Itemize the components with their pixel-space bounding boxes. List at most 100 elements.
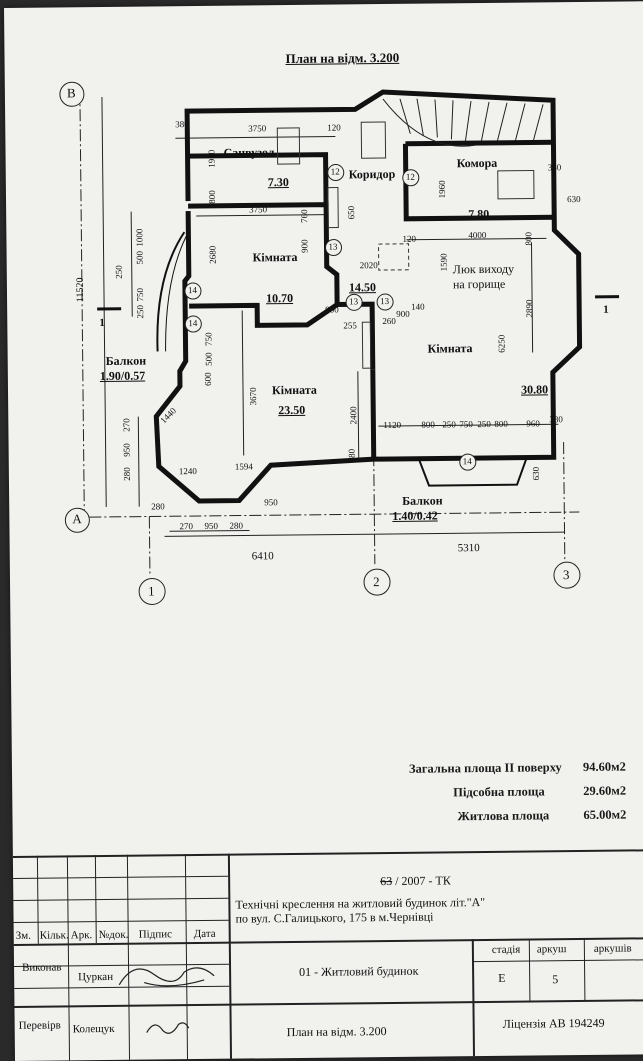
dim: 900 (299, 239, 310, 253)
signature-image (146, 1022, 190, 1034)
dim: 960 (526, 418, 540, 429)
auxiliary-area-value: 29.60м2 (583, 783, 627, 798)
dim: 270 (121, 418, 132, 432)
vykonav-label: Виконав (21, 961, 62, 974)
dim-bottom-right: 5310 (457, 542, 480, 555)
dim: 500 (134, 251, 145, 265)
dim: 140 (411, 301, 425, 312)
dim: 750 (134, 288, 146, 302)
dim: 900 (325, 304, 339, 315)
stage-label: стадія (491, 943, 521, 956)
vykonav-name: Цуркан (78, 970, 114, 984)
dim: 120 (327, 122, 341, 133)
balcony-area: 1.90/0.57 (99, 368, 146, 384)
drawing-code: 63 / 2007 - ТК (380, 873, 451, 889)
dim: 1590 (438, 253, 449, 272)
dim: 280 (229, 520, 243, 531)
sheet-label: аркуш (536, 943, 567, 956)
total-area-label: Загальна площа II поверху (408, 760, 562, 776)
balcony-name: Балкон (402, 493, 443, 508)
dim: 750 (203, 332, 214, 346)
dim: 900 (396, 308, 410, 319)
auxiliary-area-label: Підсобна площа (453, 784, 545, 800)
room-name: Кімната (427, 341, 473, 356)
section-marker-left: 1 (99, 316, 105, 330)
dim-bottom-left: 6410 (251, 550, 274, 563)
dim: 2890 (524, 299, 535, 318)
dim: 250 (477, 418, 491, 430)
marker: 14 (188, 317, 198, 329)
dim: 800 (206, 190, 218, 204)
dim: 800 (494, 418, 508, 429)
room-area: 7.80 (468, 206, 490, 222)
dim: 250 (135, 305, 146, 319)
marker: 12 (405, 171, 415, 182)
room-name: Санвузол (223, 145, 275, 160)
axis-label-3: 3 (562, 567, 570, 583)
dim: 1960 (436, 180, 448, 199)
dim: 380 (549, 414, 563, 425)
dim: 260 (382, 315, 396, 327)
room-name: Кімната (252, 249, 298, 265)
dim: 1000 (134, 228, 145, 247)
dim-left-total: 11520 (74, 277, 87, 303)
dim: 2680 (207, 245, 218, 264)
description-line2: по вул. С.Галицького, 175 в м.Чернівці (235, 909, 434, 926)
total-area-value: 94.60м2 (582, 759, 626, 774)
balcony-area: 1.40/0.42 (392, 508, 438, 523)
sheet-value: 5 (552, 972, 559, 987)
living-area-label: Житлова площа (457, 808, 550, 824)
living-area-value: 65.00м2 (583, 807, 627, 822)
dim: 3670 (247, 387, 259, 406)
drawing-name: План на відм. 3.200 (286, 1024, 387, 1040)
balcony-name: Балкон (105, 353, 147, 368)
room-name: Комора (456, 155, 498, 171)
dim: 500 (203, 352, 214, 366)
dim: 950 (204, 520, 218, 531)
dim: 250 (113, 265, 124, 279)
dim: 6250 (496, 334, 507, 353)
dim: 630 (530, 466, 541, 481)
dim: 120 (402, 233, 416, 244)
dim: 1594 (234, 461, 253, 472)
header-col: Дата (193, 927, 216, 941)
dim: 4000 (468, 229, 487, 241)
header-col: Арк. (70, 929, 93, 942)
dim: 1950 (206, 149, 217, 168)
dim: 1240 (178, 466, 197, 477)
dim: 380 (175, 119, 189, 130)
hatch-label: Люк виходу (452, 261, 515, 277)
dim: 380 (547, 162, 562, 173)
hatch-label: на горище (452, 276, 506, 292)
dim: 800 (523, 231, 534, 246)
room-name: Кімната (271, 382, 317, 398)
room-area: 23.50 (278, 402, 306, 418)
marker: 13 (380, 295, 390, 307)
drawing-sheet: План на відм. 3.200 (4, 1, 643, 1061)
marker: 12 (330, 166, 340, 177)
dim: 255 (343, 320, 357, 331)
title-block: 63 / 2007 - ТК Технічні креслення на жит… (12, 849, 643, 1061)
perevirv-label: Перевірв (18, 1019, 61, 1032)
marker: 14 (462, 456, 472, 467)
axis-label-2: 2 (372, 574, 380, 590)
room-area: 14.50 (348, 280, 377, 295)
marker: 13 (328, 241, 338, 252)
dim: 650 (346, 205, 357, 220)
room-area: 7.30 (267, 175, 289, 190)
marker: 13 (349, 296, 359, 307)
room-name: Коридор (348, 166, 396, 182)
room-area: 30.80 (520, 382, 549, 397)
room-area: 10.70 (265, 290, 294, 306)
axis-label-a: А (72, 511, 82, 527)
header-col: Кільк. (39, 929, 69, 942)
dim: 380 (346, 448, 357, 463)
dim: 600 (202, 372, 213, 386)
dim: 760 (299, 209, 310, 223)
sheets-label: аркушів (593, 942, 632, 955)
dim: 250 (442, 419, 456, 430)
dim: 2400 (348, 406, 359, 425)
dim: 280 (151, 501, 165, 512)
dim: 950 (264, 497, 278, 508)
license: Ліцензія АВ 194249 (502, 1015, 605, 1031)
